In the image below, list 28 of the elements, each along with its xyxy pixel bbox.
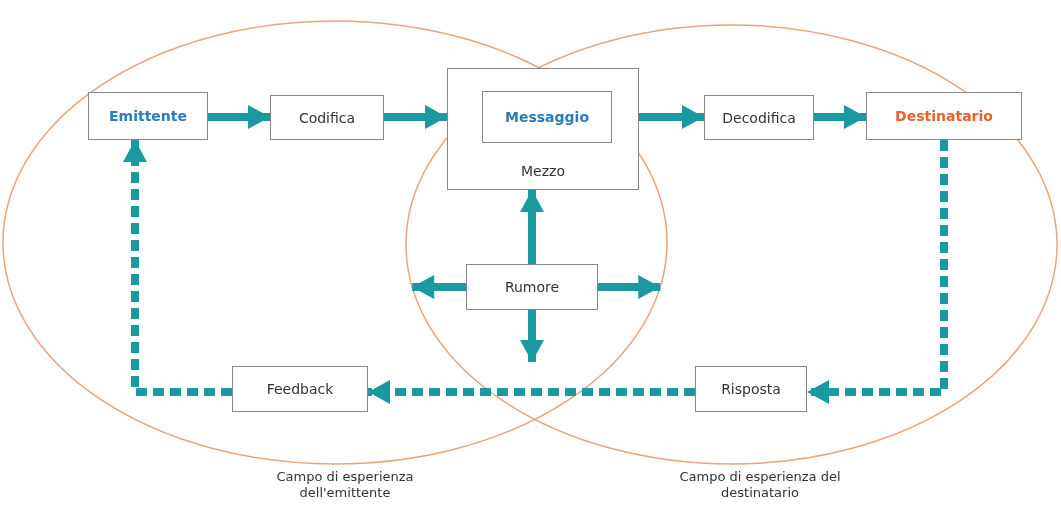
dashed-arrow <box>368 380 695 404</box>
node-label: Decodifica <box>721 109 797 126</box>
node-label: Feedback <box>265 381 335 397</box>
process-box <box>232 366 368 412</box>
node-label: Rumore <box>503 279 561 295</box>
node-label: Codifica <box>297 109 357 126</box>
process-box <box>695 366 807 412</box>
node-label: Risposta <box>720 381 782 397</box>
arrow <box>520 190 544 264</box>
process-box <box>482 91 612 143</box>
process-box <box>466 264 598 310</box>
process-box <box>866 92 1022 140</box>
node-label: Destinatario <box>894 108 994 124</box>
arrow <box>814 105 866 129</box>
node-label: Mezzo <box>520 163 566 179</box>
arrow <box>639 105 704 129</box>
node-label: Campo di esperienza dell'emittente <box>275 469 415 501</box>
process-box <box>704 95 814 140</box>
arrow <box>208 105 270 129</box>
node-label: Campo di esperienza del destinatario <box>678 469 842 501</box>
node-label: Messaggio <box>504 109 590 125</box>
dashed-arrow <box>807 140 948 404</box>
dashed-arrow <box>123 140 232 396</box>
process-box <box>447 68 639 190</box>
process-box <box>270 95 384 140</box>
node-label: Emittente <box>108 108 188 124</box>
process-box <box>88 92 208 140</box>
arrow <box>384 105 447 129</box>
